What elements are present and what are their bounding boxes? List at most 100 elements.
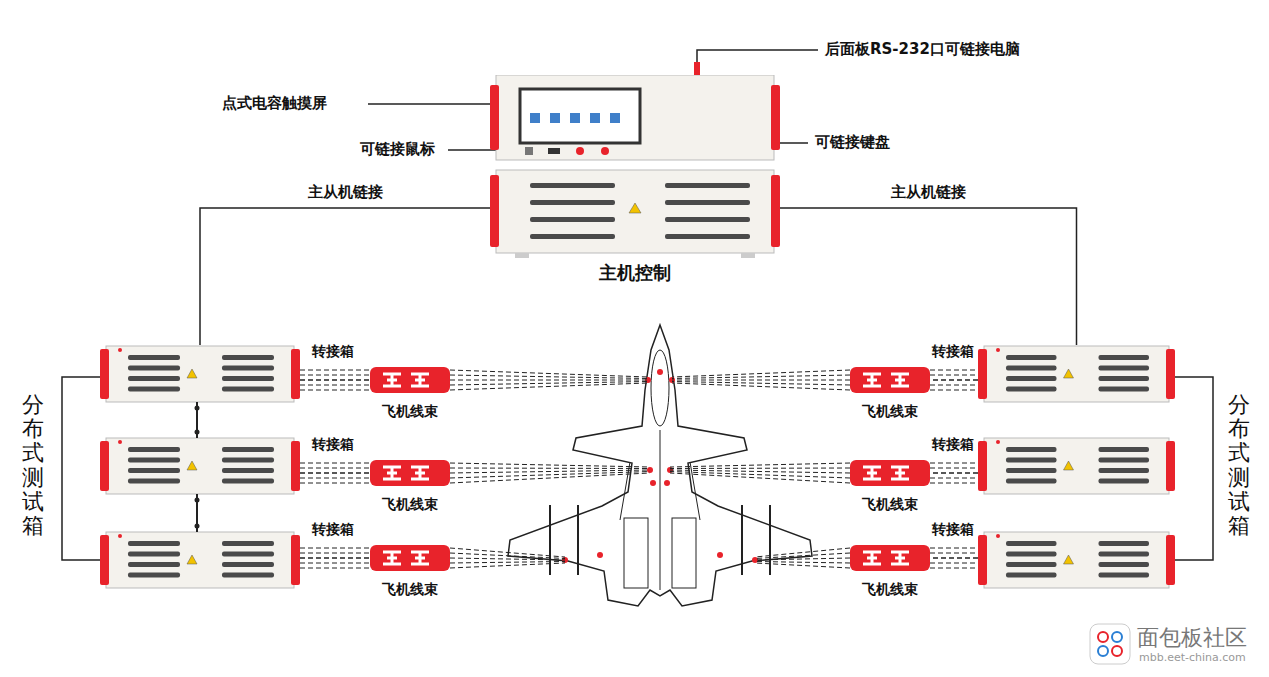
connector-slot bbox=[1099, 376, 1150, 381]
device-part bbox=[741, 253, 755, 258]
handle bbox=[100, 535, 109, 585]
missile bbox=[769, 505, 771, 575]
connector-slot bbox=[128, 479, 180, 484]
harness-line bbox=[300, 483, 370, 484]
connector-glyph bbox=[891, 374, 909, 386]
handle bbox=[1166, 441, 1175, 491]
harness-line bbox=[930, 568, 978, 569]
illustration-part bbox=[1090, 624, 1130, 664]
connector-slot bbox=[128, 468, 180, 473]
adapter-icon bbox=[850, 460, 930, 486]
connector-slot bbox=[222, 458, 274, 463]
illustration-part bbox=[1098, 646, 1108, 656]
engine bbox=[672, 518, 696, 588]
harness-line bbox=[672, 380, 850, 381]
connector-slot bbox=[1099, 468, 1150, 473]
spine bbox=[660, 430, 661, 590]
connector-slot bbox=[1006, 458, 1057, 463]
leader-line bbox=[697, 50, 818, 62]
connector-glyph bbox=[383, 552, 401, 564]
bracket bbox=[1175, 377, 1213, 560]
connector-slot bbox=[222, 541, 274, 546]
harness-label: 飞机线束 bbox=[382, 496, 438, 514]
device-part bbox=[530, 217, 615, 222]
device-part bbox=[601, 147, 609, 155]
adapter-label: 转接箱 bbox=[932, 436, 974, 454]
callout-text: 点式电容触摸屏 bbox=[222, 94, 327, 113]
test-box-group: 分布式测试箱 bbox=[100, 345, 300, 595]
logo bbox=[118, 440, 122, 444]
harness-line bbox=[672, 382, 850, 386]
harness-line bbox=[930, 379, 978, 381]
connector-slot bbox=[1006, 479, 1057, 484]
harness-line bbox=[450, 375, 648, 379]
connector-slot bbox=[128, 366, 180, 371]
device-part bbox=[665, 183, 750, 188]
device-part bbox=[490, 175, 499, 247]
test-box-body bbox=[106, 346, 294, 402]
handle bbox=[100, 349, 109, 399]
master-slave-link bbox=[200, 208, 490, 345]
adapter-box: 转接箱飞机线束 bbox=[850, 460, 930, 486]
missile bbox=[577, 505, 579, 575]
group-label: 分布式测试箱 bbox=[1228, 393, 1250, 538]
harness-line bbox=[300, 548, 370, 549]
connector-slot bbox=[1099, 562, 1150, 567]
master-slave-link bbox=[780, 208, 1077, 345]
device-part bbox=[550, 113, 560, 123]
connector-glyph bbox=[863, 374, 881, 386]
device-part bbox=[548, 148, 560, 154]
harness-line bbox=[300, 553, 370, 554]
connector-slot bbox=[1099, 355, 1150, 360]
rs232-port bbox=[694, 62, 700, 75]
test-point bbox=[717, 552, 723, 558]
harness-line bbox=[300, 472, 370, 474]
chain-dot bbox=[195, 498, 200, 503]
handle bbox=[291, 441, 300, 491]
connector-slot bbox=[1006, 573, 1057, 578]
harness-line bbox=[300, 463, 370, 464]
handle bbox=[978, 535, 987, 585]
host-unit: 主机控制 bbox=[490, 75, 780, 258]
connector-slot bbox=[222, 376, 274, 381]
connector-slot bbox=[128, 387, 180, 392]
test-box-body bbox=[984, 532, 1169, 588]
test-box-body bbox=[984, 438, 1169, 494]
host-device bbox=[490, 75, 780, 258]
harness-line bbox=[755, 548, 850, 557]
watermark: mbb.eet-china.com bbox=[1139, 651, 1246, 664]
logo bbox=[118, 534, 122, 538]
group-label: 分布式测试箱 bbox=[22, 393, 44, 538]
harness-line bbox=[450, 563, 565, 568]
device-part bbox=[771, 85, 780, 150]
harness-line bbox=[930, 553, 978, 554]
connector-slot bbox=[222, 447, 274, 452]
device-part bbox=[530, 183, 615, 188]
connector-slot bbox=[128, 355, 180, 360]
harness-line bbox=[450, 553, 565, 559]
adapter-label: 转接箱 bbox=[312, 436, 354, 454]
connector-slot bbox=[1099, 552, 1150, 557]
connector-slot bbox=[222, 387, 274, 392]
connector-slot bbox=[128, 376, 180, 381]
bracket bbox=[62, 377, 100, 560]
harness-line bbox=[300, 563, 370, 564]
harness-line bbox=[930, 483, 978, 484]
logo bbox=[996, 534, 1000, 538]
illustration-part bbox=[1112, 632, 1122, 642]
harness-line bbox=[670, 473, 850, 483]
harness-label: 飞机线束 bbox=[862, 496, 918, 514]
device-part bbox=[610, 113, 620, 123]
chain-dot bbox=[195, 430, 200, 435]
handle bbox=[291, 349, 300, 399]
adapter-box: 转接箱飞机线束 bbox=[370, 460, 450, 486]
harness-line bbox=[670, 470, 850, 473]
adapter-box: 转接箱飞机线束 bbox=[370, 367, 450, 393]
harness-line bbox=[450, 562, 565, 564]
logo bbox=[996, 440, 1000, 444]
adapter-icon bbox=[370, 460, 450, 486]
connector-slot bbox=[128, 447, 180, 452]
illustration-part bbox=[1098, 632, 1108, 642]
connector-slot bbox=[222, 366, 274, 371]
connector-glyph bbox=[411, 467, 429, 479]
